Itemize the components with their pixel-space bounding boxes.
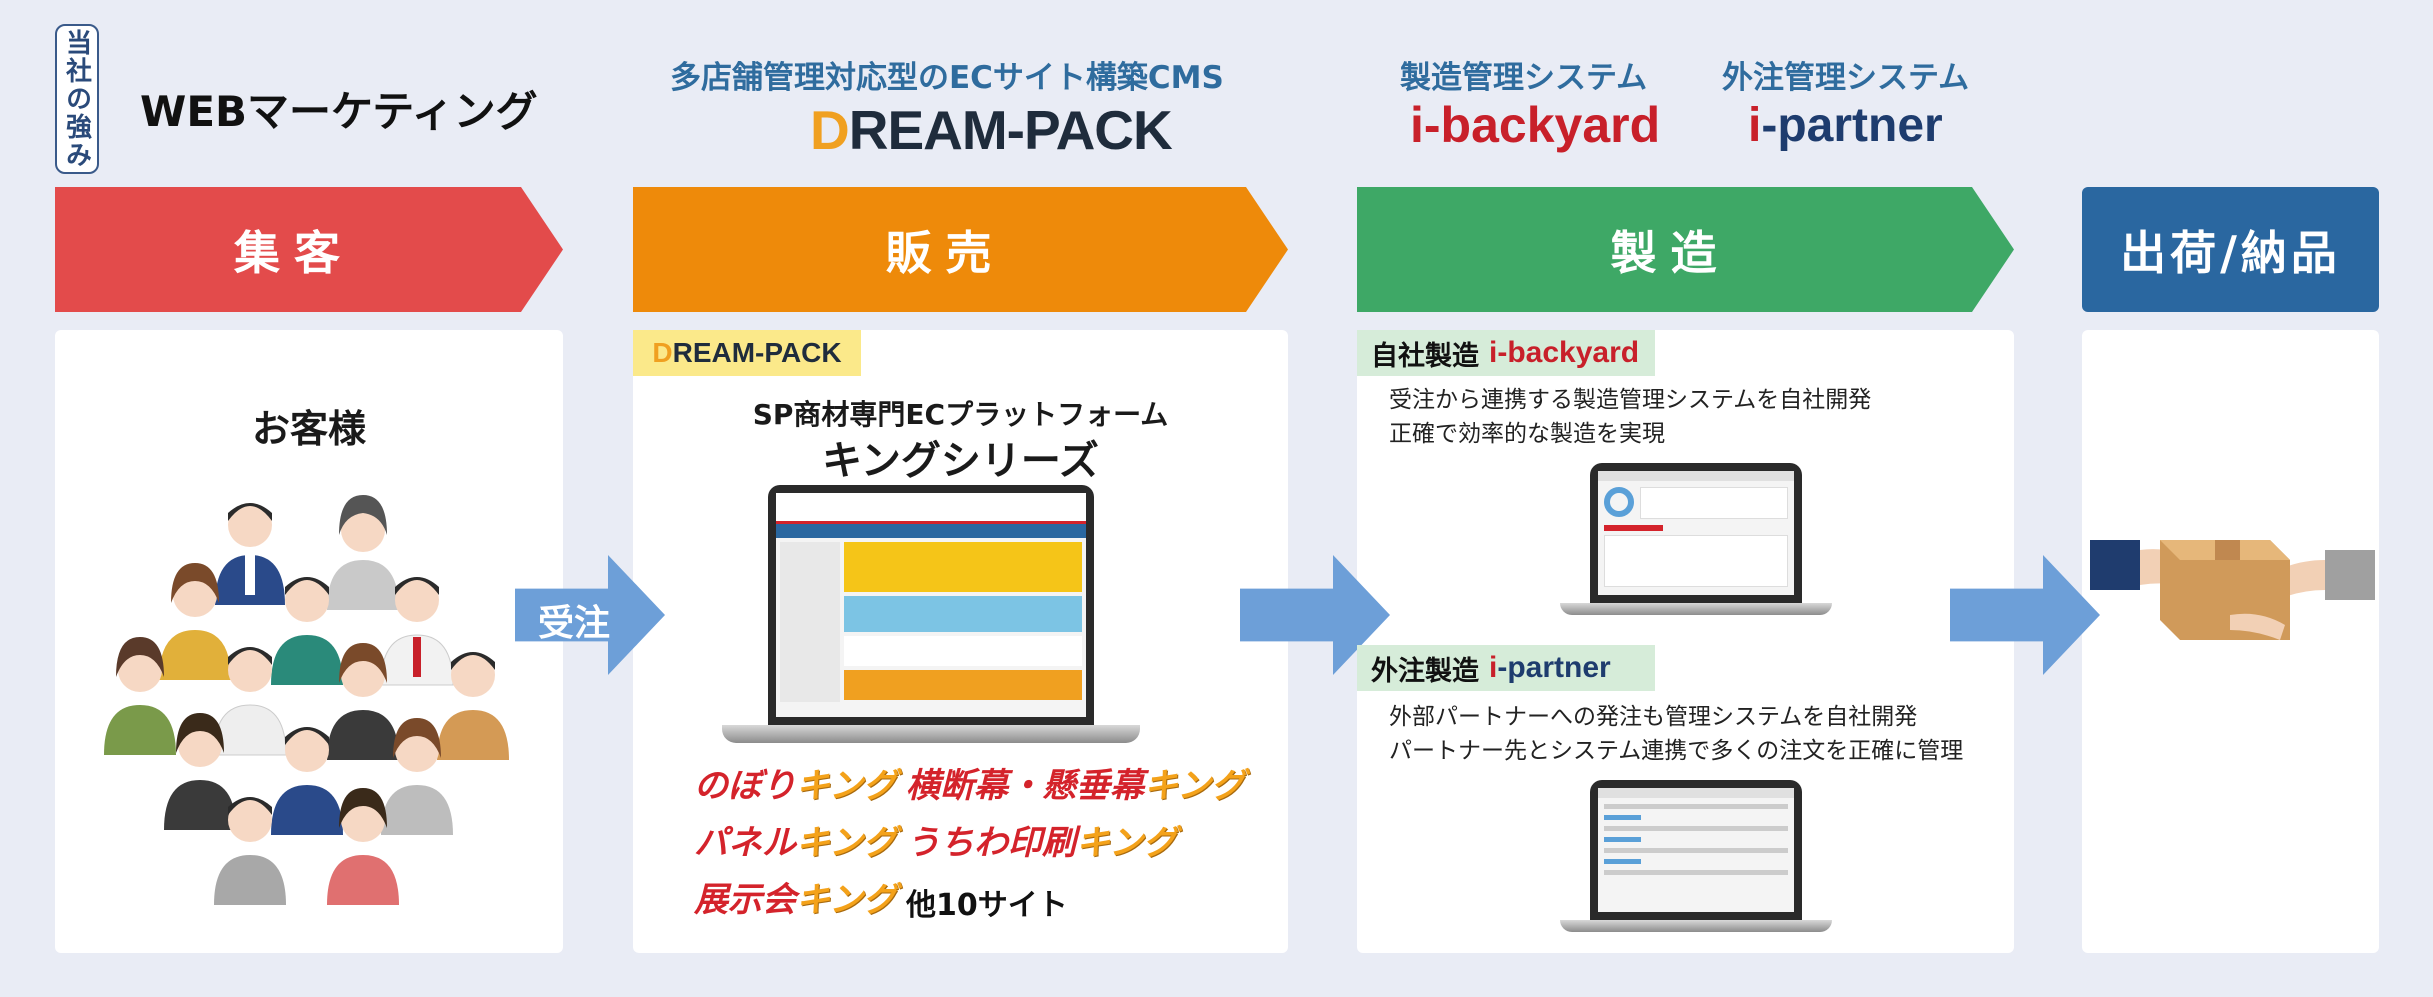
customer-title: お客様 xyxy=(251,407,366,451)
people-group-icon xyxy=(104,495,509,905)
dreampack-tag-rest: REAM-PACK xyxy=(672,337,842,368)
person-icon xyxy=(215,503,285,605)
outsource-logo-rest: -partner xyxy=(1497,651,1611,684)
brand-name: 横断幕・懸垂幕 xyxy=(906,767,1144,805)
brand-banner: 横断幕・懸垂幕キング xyxy=(906,758,1245,807)
stage-manufacturing: 製造 xyxy=(1357,187,2014,312)
laptop-base xyxy=(722,725,1140,743)
dreampack-logo-d: D xyxy=(810,99,850,161)
dreampack-logo-rest: REAM-PACK xyxy=(848,99,1173,161)
ipartner-logo: i-partner xyxy=(1748,98,1943,153)
order-label: 受注 xyxy=(538,603,611,644)
person-icon xyxy=(214,797,286,905)
laptop-base xyxy=(1560,920,1832,932)
sales-title: キングシリーズ xyxy=(822,438,1099,484)
laptop-icon xyxy=(1590,780,1802,920)
brand-exhibition: 展示会キング xyxy=(694,872,897,921)
mfg-system-subtitle: 製造管理システム xyxy=(1400,60,1648,96)
brand-nobori: のぼりキング xyxy=(694,758,897,807)
outsource-logo-i: i xyxy=(1489,651,1498,684)
brand-suffix: キング xyxy=(796,767,897,805)
brand-suffix: キング xyxy=(1144,767,1245,805)
package-handover-icon xyxy=(2090,540,2375,640)
outsource-system-subtitle: 外注管理システム xyxy=(1722,60,1970,96)
person-icon xyxy=(381,718,453,835)
person-icon xyxy=(271,577,343,685)
brand-suffix: キング xyxy=(1076,824,1177,862)
ipartner-logo-i: i xyxy=(1748,99,1762,152)
brand-suffix: キング xyxy=(796,824,897,862)
inhouse-tag: 自社製造 i-backyard xyxy=(1357,330,1655,376)
outsource-tag: 外注製造 i-partner xyxy=(1357,645,1655,691)
ibackyard-logo: i-backyard xyxy=(1410,97,1661,153)
person-icon xyxy=(437,652,509,760)
brand-name: うちわ印刷 xyxy=(906,824,1076,862)
outsource-desc-line2: パートナー先とシステム連携で多くの注文を正確に管理 xyxy=(1389,738,1964,764)
dreampack-logo: DREAM-PACK xyxy=(810,98,1173,162)
stage-acquisition: 集客 xyxy=(55,187,563,312)
brand-name: パネル xyxy=(694,824,796,862)
brand-suffix: キング xyxy=(796,881,897,919)
person-icon xyxy=(104,637,176,755)
inhouse-desc-line1: 受注から連携する製造管理システムを自社開発 xyxy=(1389,387,1872,413)
stage-sales: 販売 xyxy=(633,187,1288,312)
sales-subtitle: SP商材専門ECプラットフォーム xyxy=(752,398,1169,431)
person-icon xyxy=(271,727,343,835)
person-icon xyxy=(327,495,399,610)
person-icon xyxy=(380,577,454,686)
brand-panel: パネルキング xyxy=(694,815,897,864)
inhouse-logo: i-backyard xyxy=(1489,336,1640,369)
web-marketing-title: WEBマーケティング xyxy=(140,87,538,136)
laptop-icon xyxy=(768,485,1094,725)
stage-shipping: 出荷/納品 xyxy=(2082,187,2379,312)
person-icon xyxy=(327,788,399,905)
shipping-panel xyxy=(2082,330,2379,953)
outsource-tag-label: 外注製造 xyxy=(1371,655,1479,687)
outsource-logo: i-partner xyxy=(1489,651,1611,685)
laptop-base xyxy=(1560,603,1832,615)
inhouse-tag-label: 自社製造 xyxy=(1371,340,1479,372)
person-icon xyxy=(213,647,287,756)
outsource-description: 外部パートナーへの発注も管理システムを自社開発 パートナー先とシステム連携で多く… xyxy=(1389,700,1963,768)
ipartner-logo-rest: -partner xyxy=(1761,99,1943,152)
strengths-badge: 当社の強み xyxy=(55,24,99,174)
person-icon xyxy=(159,563,231,680)
other-sites-label: 他10サイト xyxy=(906,888,1068,923)
brand-name: のぼり xyxy=(694,767,796,805)
brand-uchiwa: うちわ印刷キング xyxy=(906,815,1177,864)
dreampack-subtitle: 多店舗管理対応型のECサイト構築CMS xyxy=(670,60,1224,96)
inhouse-desc-line2: 正確で効率的な製造を実現 xyxy=(1389,421,1665,447)
person-icon xyxy=(164,713,236,830)
laptop-icon xyxy=(1590,463,1802,603)
outsource-desc-line1: 外部パートナーへの発注も管理システムを自社開発 xyxy=(1389,704,1918,730)
inhouse-description: 受注から連携する製造管理システムを自社開発 正確で効率的な製造を実現 xyxy=(1389,383,1871,451)
person-icon xyxy=(327,643,399,760)
brand-name: 展示会 xyxy=(694,881,796,919)
dreampack-tag-d: D xyxy=(652,337,673,368)
